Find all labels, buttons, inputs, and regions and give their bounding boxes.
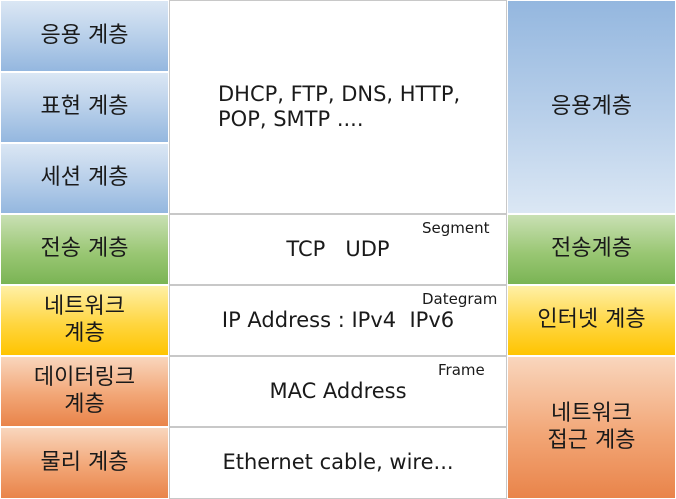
tcpip-transport-layer: 전송계층: [507, 214, 676, 285]
application-protocols-cell: DHCP, FTP, DNS, HTTP, POP, SMTP ....: [169, 0, 507, 214]
transport-protocols-cell: TCP UDP: [169, 214, 507, 285]
osi-session-layer: 세션 계층: [0, 143, 169, 214]
osi-application-layer: 응용 계층: [0, 0, 169, 72]
segment-tag: Segment: [422, 219, 490, 237]
osi-session-label: 세션 계층: [40, 165, 129, 191]
transport-protocols: TCP UDP: [286, 236, 390, 261]
datalink-protocols-cell: MAC Address: [169, 356, 507, 427]
protocols-line-2: POP, SMTP ....: [218, 107, 364, 131]
osi-network-layer: 네트워크 계층: [0, 285, 169, 356]
application-protocols: DHCP, FTP, DNS, HTTP, POP, SMTP ....: [218, 82, 460, 132]
network-protocols-cell: IP Address : IPv4 IPv6: [169, 285, 507, 356]
osi-physical-layer: 물리 계층: [0, 427, 169, 499]
osi-presentation-label: 표현 계층: [40, 94, 129, 120]
tcpip-network-access-layer: 네트워크 접근 계층: [507, 356, 676, 499]
osi-transport-label: 전송 계층: [40, 236, 129, 262]
tcpip-internet-label: 인터넷 계층: [537, 307, 646, 333]
tcpip-transport-label: 전송계층: [551, 236, 632, 262]
osi-presentation-layer: 표현 계층: [0, 72, 169, 143]
osi-datalink-layer: 데이터링크 계층: [0, 356, 169, 427]
tcpip-network-access-label: 네트워크 접근 계층: [547, 401, 636, 453]
tcpip-internet-layer: 인터넷 계층: [507, 285, 676, 356]
osi-transport-layer: 전송 계층: [0, 214, 169, 285]
osi-network-label: 네트워크 계층: [44, 294, 125, 346]
physical-protocols: Ethernet cable, wire...: [222, 450, 454, 475]
osi-physical-label: 물리 계층: [40, 449, 129, 475]
network-protocols: IP Address : IPv4 IPv6: [221, 307, 455, 332]
tcpip-application-layer: 응용계층: [507, 0, 676, 214]
tcpip-application-label: 응용계층: [551, 93, 632, 119]
protocols-line-1: DHCP, FTP, DNS, HTTP,: [218, 81, 461, 106]
osi-application-label: 응용 계층: [40, 22, 129, 48]
physical-protocols-cell: Ethernet cable, wire...: [169, 427, 507, 499]
datalink-protocols: MAC Address: [269, 378, 407, 403]
frame-tag: Frame: [438, 361, 485, 379]
osi-datalink-label: 데이터링크 계층: [33, 365, 136, 417]
dategram-tag: Dategram: [422, 290, 498, 308]
